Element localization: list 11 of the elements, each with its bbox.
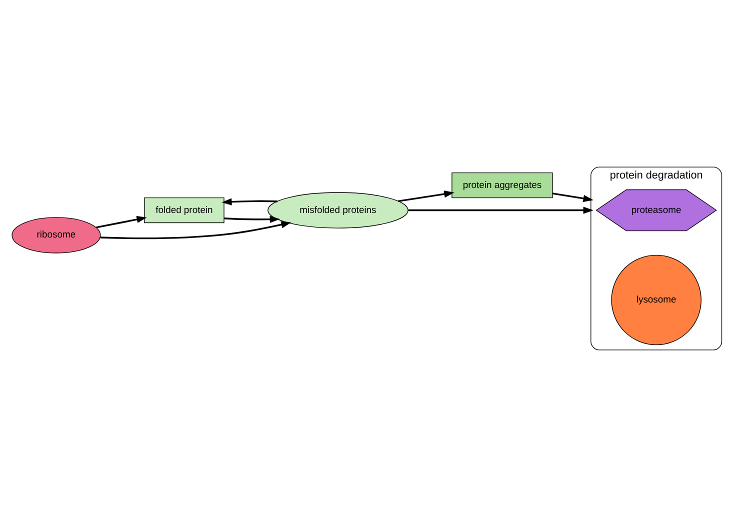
arrow bbox=[398, 190, 454, 202]
arrow bbox=[96, 216, 147, 228]
arrow bbox=[224, 216, 280, 223]
node-circle: lysosome bbox=[611, 254, 702, 346]
node-box: folded protein bbox=[144, 197, 224, 224]
arrow bbox=[408, 206, 594, 214]
node-ellipse: ribosome bbox=[12, 217, 101, 254]
node-box: protein aggregates bbox=[452, 172, 553, 198]
arrow bbox=[100, 221, 292, 240]
arrow bbox=[222, 198, 278, 206]
arrow bbox=[552, 192, 594, 202]
